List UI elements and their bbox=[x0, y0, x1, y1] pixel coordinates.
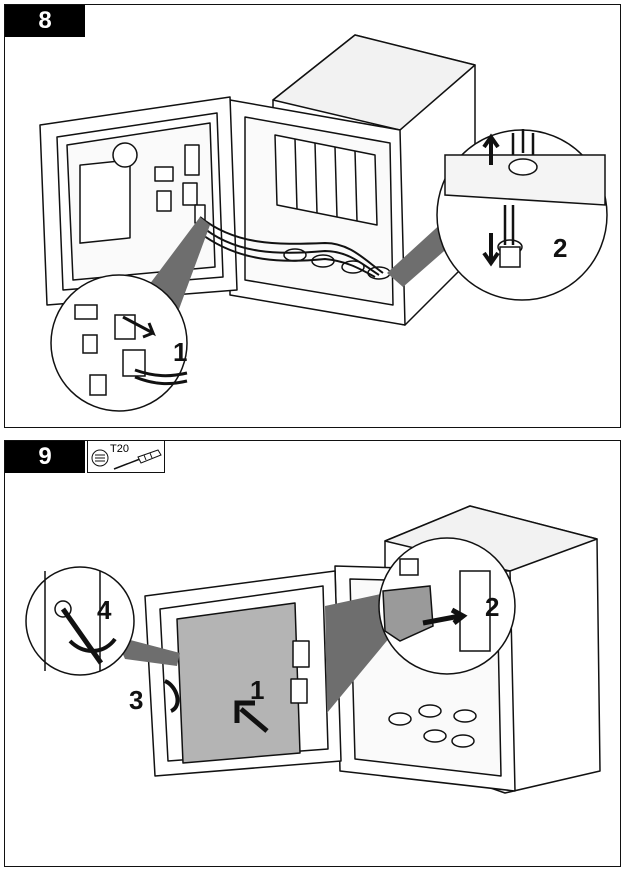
arrow-right-icon bbox=[422, 607, 468, 626]
cable-bundle bbox=[199, 216, 384, 278]
callout-2: 2 bbox=[553, 233, 567, 263]
enclosure-door bbox=[39, 96, 238, 306]
callout-3: 3 bbox=[129, 685, 143, 715]
callout-2: 2 bbox=[485, 592, 499, 622]
step-8-panel: 8 bbox=[4, 4, 621, 428]
enclosure-body bbox=[229, 34, 476, 326]
tool-requirement-box: T20 bbox=[87, 441, 165, 473]
tool-size-label: T20 bbox=[110, 443, 129, 455]
step-number: 8 bbox=[5, 5, 85, 37]
arrow-up-icon bbox=[482, 133, 500, 165]
step-8-illustration: 1 2 bbox=[39, 34, 608, 412]
arrow-icon bbox=[122, 315, 156, 339]
enclosure-door bbox=[144, 570, 342, 777]
callout-4: 4 bbox=[97, 595, 112, 625]
screwdriver-icon bbox=[113, 449, 162, 470]
callout-1: 1 bbox=[250, 675, 264, 705]
step-9-illustration: 1 2 4 3 bbox=[25, 505, 601, 794]
callout-1: 1 bbox=[173, 337, 187, 367]
rotate-arrow-icon bbox=[164, 679, 180, 713]
torx-bit-icon bbox=[91, 449, 109, 467]
detail-magnifier-gland bbox=[387, 129, 608, 301]
arrow-down-icon bbox=[482, 233, 500, 267]
rotate-arrow-icon bbox=[68, 637, 117, 653]
detail-magnifier-connector bbox=[50, 217, 210, 412]
arrow-icon bbox=[234, 700, 269, 733]
step-9-panel: 9 T20 bbox=[4, 440, 621, 867]
detail-magnifier-bracket bbox=[325, 537, 516, 713]
step-number: 9 bbox=[5, 441, 85, 473]
